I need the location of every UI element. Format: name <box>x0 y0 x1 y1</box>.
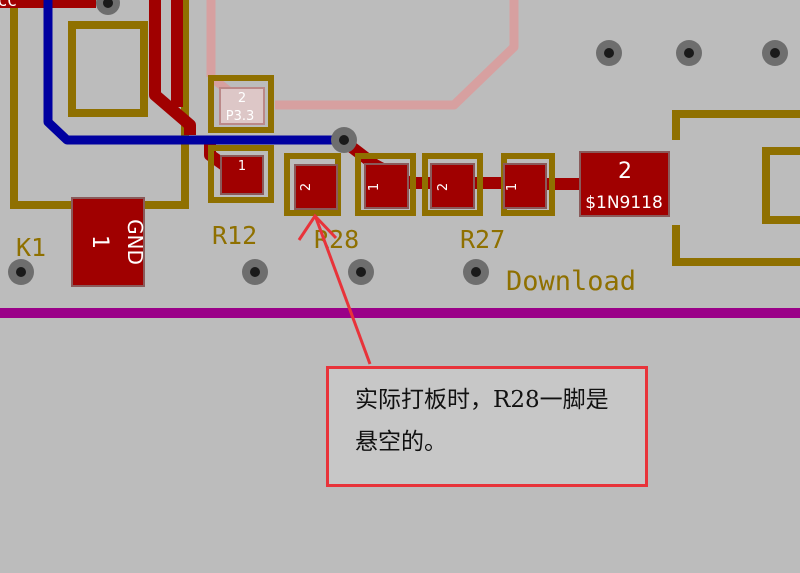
annotation-arrow <box>297 213 372 365</box>
r28-outline-right <box>355 153 416 216</box>
r27-pad-2[interactable] <box>430 163 475 209</box>
via <box>96 0 120 15</box>
annotation-box: 实际打板时，R28一脚是悬空的。 <box>326 366 648 487</box>
r27-pad-1[interactable] <box>503 163 547 209</box>
r28-pad-2-number: 2 <box>299 183 314 191</box>
p33-pin-number: 2 <box>238 91 246 106</box>
r28-pad-1-number: 1 <box>367 183 382 191</box>
via <box>331 127 357 153</box>
k1-label: K1 <box>16 233 46 262</box>
gnd-pin-number: 1 <box>87 235 112 249</box>
via <box>762 40 788 66</box>
diode-pin-number: 2 <box>618 159 632 184</box>
diode-net-label: $1N9118 <box>585 193 663 213</box>
gnd-pad[interactable] <box>71 197 145 287</box>
r27-pad-1-number: 1 <box>505 183 520 191</box>
r12-outline <box>208 145 274 203</box>
r12-pad-1-number: 1 <box>238 159 246 174</box>
via <box>596 40 622 66</box>
r27-pad-2-number: 2 <box>436 183 451 191</box>
via <box>348 259 374 285</box>
p33-outline <box>208 75 274 133</box>
r12-label: R12 <box>212 221 257 250</box>
via <box>676 40 702 66</box>
via <box>8 259 34 285</box>
p33-net-label: P3.3 <box>226 109 255 124</box>
via <box>242 259 268 285</box>
right-component-outline <box>672 110 800 266</box>
vias <box>8 0 788 285</box>
download-label: Download <box>506 266 636 297</box>
r27-outline-left <box>422 153 483 216</box>
annotation-text: 实际打板时，R28一脚是悬空的。 <box>355 387 609 455</box>
vcc-label: VCC <box>0 0 17 10</box>
p33-pad[interactable] <box>219 87 265 125</box>
r12-pad-1[interactable] <box>220 155 264 195</box>
blue-trace <box>43 0 345 145</box>
via <box>463 259 489 285</box>
r27-label: R27 <box>460 225 505 254</box>
gnd-net-label: GND <box>123 219 147 265</box>
diode-pad[interactable] <box>579 151 670 217</box>
r28-pad-2[interactable] <box>294 164 338 210</box>
r28-pad-1[interactable] <box>364 163 409 209</box>
purple-trace <box>0 308 800 318</box>
